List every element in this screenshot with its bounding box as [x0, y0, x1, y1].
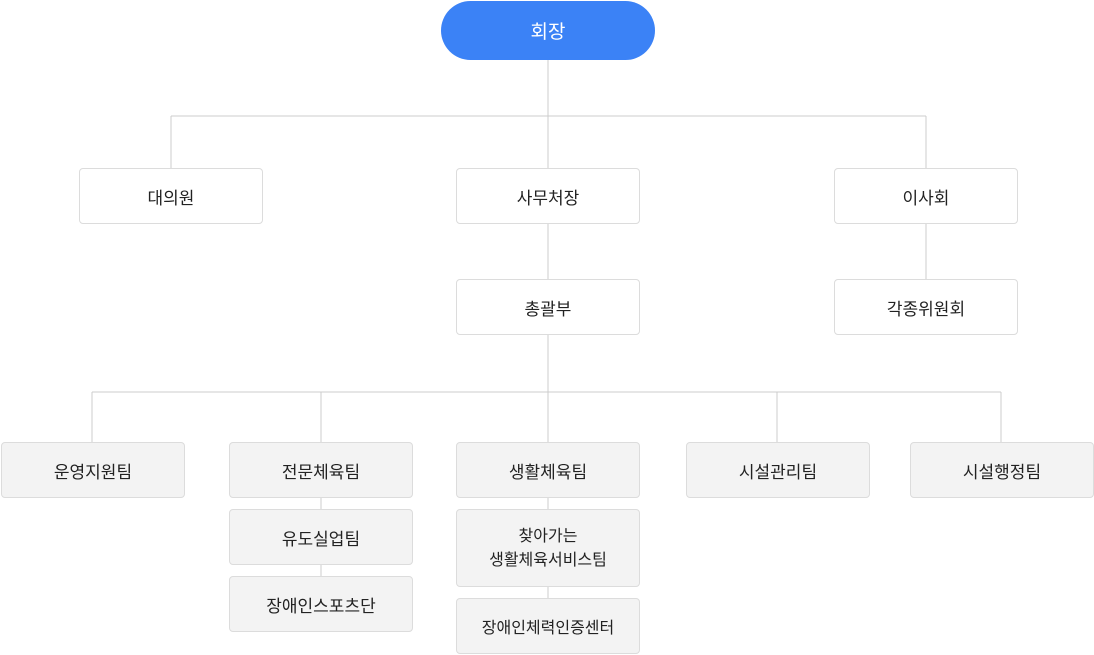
node-label: 대의원: [147, 188, 195, 209]
node-secretary-general[interactable]: 사무처장: [456, 168, 640, 224]
node-team-facility-management[interactable]: 시설관리팀: [686, 442, 870, 498]
node-label: 전문체육팀: [281, 462, 361, 483]
node-board[interactable]: 이사회: [834, 168, 1018, 224]
node-label: 유도실업팀: [281, 529, 361, 550]
node-label: 장애인스포츠단: [266, 596, 376, 617]
node-chairman[interactable]: 회장: [441, 1, 655, 60]
node-disabled-fitness-center[interactable]: 장애인체력인증센터: [456, 598, 640, 654]
node-label: 운영지원팀: [53, 462, 133, 483]
node-label: 생활체육팀: [508, 462, 588, 483]
node-label: 이사회: [902, 188, 950, 209]
node-team-life-sports[interactable]: 생활체육팀: [456, 442, 640, 498]
node-team-elite-sports[interactable]: 전문체육팀: [229, 442, 413, 498]
node-team-facility-admin[interactable]: 시설행정팀: [910, 442, 1094, 498]
node-visiting-sports-service-team[interactable]: 찾아가는 생활체육서비스팀: [456, 509, 640, 587]
node-general-affairs[interactable]: 총괄부: [456, 279, 640, 335]
node-disabled-sports-team[interactable]: 장애인스포츠단: [229, 576, 413, 632]
node-label: 총괄부: [524, 299, 572, 320]
node-team-operations[interactable]: 운영지원팀: [1, 442, 185, 498]
node-label-line1: 찾아가는: [518, 526, 578, 545]
node-delegates[interactable]: 대의원: [79, 168, 263, 224]
node-label: 장애인체력인증센터: [481, 618, 615, 637]
node-label: 시설행정팀: [962, 462, 1042, 483]
node-label: 각종위원회: [886, 299, 966, 320]
node-label-line2: 생활체육서비스팀: [489, 550, 607, 569]
node-label: 회장: [530, 21, 566, 43]
node-judo-team[interactable]: 유도실업팀: [229, 509, 413, 565]
node-label: 시설관리팀: [738, 462, 818, 483]
node-committees[interactable]: 각종위원회: [834, 279, 1018, 335]
node-label: 사무처장: [516, 188, 580, 209]
